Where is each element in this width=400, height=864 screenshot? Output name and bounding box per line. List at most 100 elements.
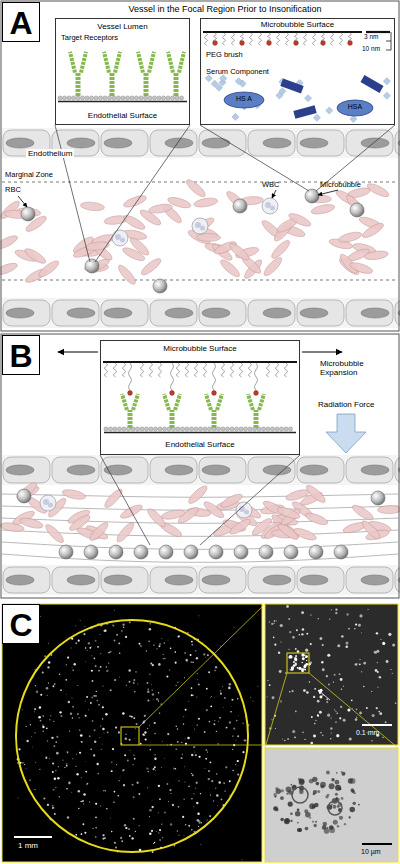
zoom-square: [287, 653, 309, 673]
lipid-head: [284, 427, 288, 431]
speckle: [40, 720, 42, 722]
serum-protein: [215, 84, 222, 91]
speckle: [163, 658, 164, 659]
speckle: [197, 813, 199, 815]
speckle: [103, 732, 104, 733]
speckle: [271, 623, 273, 625]
node-text: PEG brush: [206, 51, 243, 60]
speckle: [330, 738, 331, 739]
endothelium: [2, 565, 400, 595]
lipid-head: [175, 96, 179, 100]
speckle: [39, 769, 40, 770]
lipid-head: [85, 96, 89, 100]
lipid-head: [176, 427, 180, 431]
scale-label: 1 mm: [18, 841, 38, 850]
red-blood-cell: [116, 263, 138, 286]
red-blood-cell: [186, 484, 209, 506]
speckle: [319, 696, 322, 699]
speckle: [291, 690, 293, 692]
speckle: [252, 700, 253, 701]
speckle: [133, 682, 135, 684]
speckle: [106, 666, 107, 667]
microbubble: [134, 545, 148, 559]
speckle: [53, 745, 55, 747]
speckle: [354, 628, 355, 629]
lipid-head: [149, 427, 153, 431]
peg-chain: [231, 363, 234, 377]
speckle: [214, 720, 215, 721]
speckle: [371, 691, 372, 692]
speckle: [84, 700, 86, 702]
speckle: [133, 818, 135, 820]
speckle: [178, 806, 180, 808]
speckle: [103, 790, 104, 791]
speckle: [346, 613, 348, 615]
speckle: [69, 730, 70, 731]
speckle: [81, 777, 82, 778]
speckle: [189, 786, 190, 787]
speckle: [114, 842, 116, 844]
speckle: [200, 822, 202, 824]
speckle: [57, 777, 60, 780]
speckle: [26, 726, 27, 727]
speckle: [217, 743, 219, 745]
speckle: [53, 789, 55, 791]
zoom-line: [309, 673, 398, 748]
red-blood-cell: [68, 513, 92, 533]
particle: [309, 803, 315, 809]
speckle: [195, 754, 197, 756]
speckle: [102, 728, 104, 730]
cell-nucleus: [67, 308, 95, 318]
speckle: [149, 809, 152, 812]
speckle: [95, 816, 97, 818]
speckle: [153, 644, 154, 645]
receptor: [122, 394, 138, 428]
microbubble: [17, 489, 31, 503]
speckle: [87, 783, 88, 784]
speckle: [161, 767, 162, 768]
speckle: [274, 623, 275, 624]
speckle: [53, 807, 55, 809]
peg-chain: [240, 363, 243, 377]
red-blood-cell: [344, 193, 366, 216]
speckle: [336, 712, 338, 714]
speckle: [166, 675, 168, 677]
serum-protein: [350, 115, 357, 122]
lipid-head: [122, 427, 126, 431]
speckle: [83, 793, 86, 796]
speckle: [198, 718, 200, 720]
speckle: [35, 685, 36, 686]
red-blood-cell: [218, 257, 241, 279]
speckle: [311, 716, 313, 718]
speckle: [191, 687, 193, 689]
node-text: Endothelial Surface: [101, 440, 299, 449]
speckle: [224, 697, 226, 699]
speckle: [139, 825, 140, 826]
speckle: [55, 770, 57, 772]
speckle: [304, 654, 306, 656]
white-blood-cell: [192, 218, 208, 234]
speckle: [138, 793, 140, 795]
cell-nucleus: [300, 465, 328, 475]
serum-protein-block: [280, 78, 303, 93]
particle: [312, 804, 316, 808]
speckle: [356, 708, 358, 710]
speckle: [109, 817, 111, 819]
lipid-head: [135, 427, 139, 431]
microbubble: [350, 203, 364, 217]
speckle: [111, 762, 112, 763]
endothelial-cell: [248, 300, 295, 326]
speckle: [215, 787, 217, 789]
speckle: [58, 766, 59, 767]
speckle: [242, 723, 243, 724]
particle: [358, 804, 360, 806]
speckle: [56, 752, 59, 755]
speckle: [95, 640, 97, 642]
speckle: [66, 664, 67, 665]
receptor-arm: [164, 394, 180, 410]
speckle: [147, 787, 148, 788]
speckle: [86, 783, 88, 785]
speckle: [134, 679, 135, 680]
speckle: [158, 692, 159, 693]
